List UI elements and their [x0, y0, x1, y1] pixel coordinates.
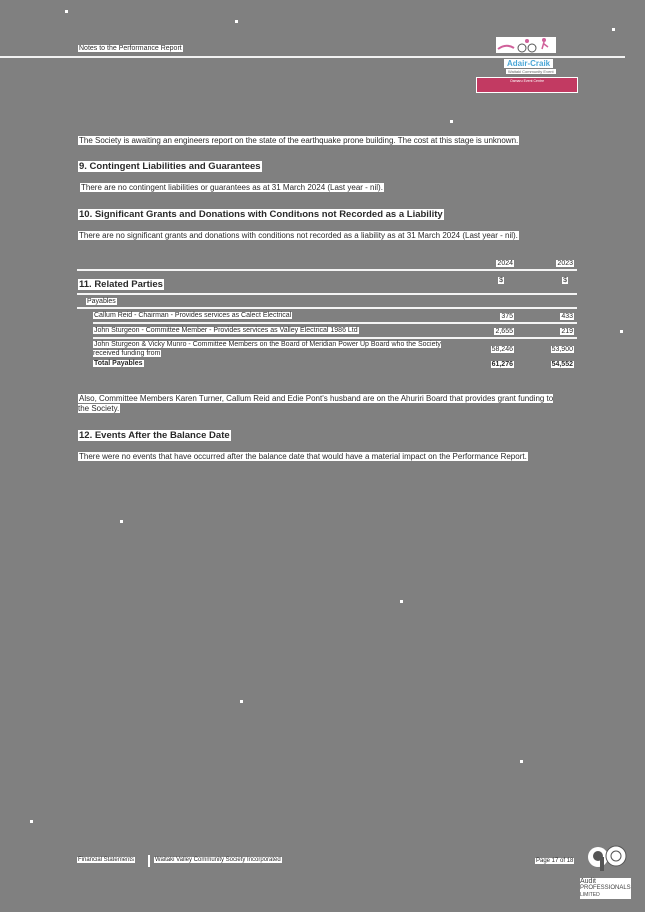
page-number: Page 17 of 18 [535, 858, 575, 864]
col-currency-2024: $ [498, 277, 504, 284]
noise-speck [120, 520, 123, 523]
section-9-heading: 9. Contingent Liabilities and Guarantees [78, 161, 262, 172]
row-rule [93, 322, 577, 324]
header-divider [0, 56, 625, 58]
group-rule [77, 307, 577, 309]
col-header-2024: 2024 [496, 260, 514, 267]
row-rule [93, 337, 577, 339]
auditor-name: Audit PROFESSIONALS LIMITED [580, 878, 631, 899]
section-12-heading: 12. Events After the Balance Date [78, 430, 231, 441]
related-parties-note: Also, Committee Members Karen Turner, Ca… [78, 394, 554, 413]
payables-group-label: Payables [86, 298, 117, 305]
noise-speck [612, 28, 615, 31]
header-title: Notes to the Performance Report [78, 45, 183, 52]
auditor-logo: Audit PROFESSIONALS LIMITED [580, 845, 640, 905]
noise-speck [240, 700, 243, 703]
sponsor-banner: Oamaru Event Centre [476, 77, 578, 93]
noise-speck [620, 330, 623, 333]
sponsor-logo: Adair-Craik Waitaki Community Event Oama… [476, 37, 578, 95]
section-9-body: There are no contingent liabilities or g… [80, 183, 384, 192]
section-10-body: There are no significant grants and dona… [78, 231, 519, 240]
heading-rule [77, 293, 577, 295]
sponsor-tagline: Waitaki Community Event [506, 69, 556, 74]
table-top-rule [77, 269, 577, 271]
noise-speck [450, 120, 453, 123]
noise-speck [400, 600, 403, 603]
section-12-body: There were no events that have occurred … [78, 452, 528, 461]
section-10-heading: 10. Significant Grants and Donations wit… [78, 209, 444, 220]
noise-speck [520, 760, 523, 763]
ap-monogram-icon [588, 845, 627, 871]
col-header-2023: 2023 [556, 260, 574, 267]
intro-paragraph: The Society is awaiting an engineers rep… [78, 136, 520, 145]
col-currency-2023: $ [562, 277, 568, 284]
noise-speck [300, 210, 303, 213]
noise-speck [30, 820, 33, 823]
section-11-heading: 11. Related Parties [78, 279, 164, 290]
noise-speck [65, 10, 68, 13]
sponsor-brand: Adair-Craik [504, 59, 554, 68]
footer-separator [148, 855, 150, 867]
footer-org: Waitaki Valley Community Society Incorpo… [154, 857, 282, 863]
noise-speck [235, 20, 238, 23]
triathlon-figures-icon [496, 37, 556, 53]
footer-left: Financial Statements [77, 857, 136, 863]
